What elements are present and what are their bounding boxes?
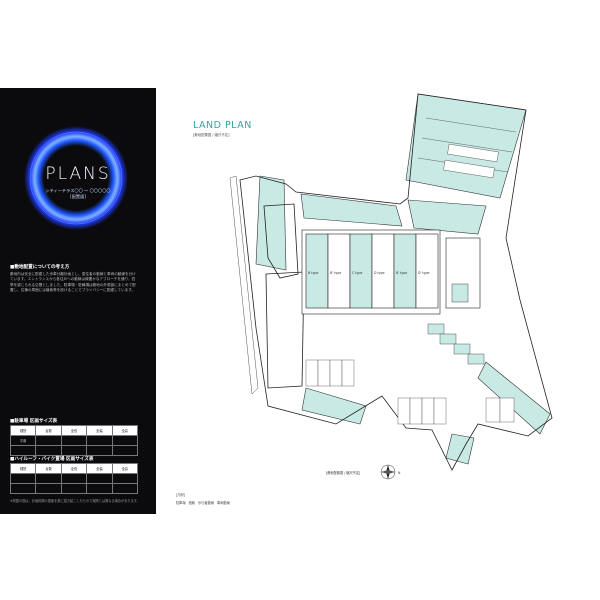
legend: [凡例] 駐車場 植栽 歩行者動線 車両動線 <box>176 492 230 505</box>
north-planting-band <box>300 193 403 227</box>
table-header-cell: 全幅 <box>86 425 113 436</box>
brand-subtitle-line2: [配置図] <box>70 194 86 199</box>
table-cell <box>86 483 113 494</box>
scale-note: [敷地配置図 / 縮尺不定] <box>326 470 360 475</box>
table-cell <box>111 445 139 456</box>
table-cell <box>9 473 37 484</box>
unit-labels: B type B' type C type D type B' type D' … <box>308 271 430 275</box>
plans-info-panel: PLANS シティーテラス〇〇 〜 〇〇〇〇〇 [配置図] ■敷地配置についての… <box>0 88 156 514</box>
site-boundary <box>239 93 553 471</box>
table-cell <box>60 435 88 446</box>
table-header-cell: 台数 <box>35 463 62 474</box>
table-cell <box>35 445 62 456</box>
table-cell <box>86 473 113 484</box>
section-parking-title: ■駐車場 区画サイズ表 <box>10 419 58 424</box>
table-cell <box>35 473 62 484</box>
table-cell <box>60 483 88 494</box>
table-cell <box>111 483 139 494</box>
parking-ramp <box>263 203 299 279</box>
brand-subtitle: シティーテラス〇〇 〜 〇〇〇〇〇 [配置図] <box>0 188 156 200</box>
table-row <box>9 473 139 484</box>
table-row <box>9 445 139 456</box>
unit-label: B' type <box>396 271 407 275</box>
parking-driveway <box>265 271 305 389</box>
legend-item: 植栽 <box>188 501 195 505</box>
plan-title: LAND PLAN <box>193 120 252 131</box>
brand-subtitle-line1: シティーテラス〇〇 〜 〇〇〇〇〇 <box>45 188 111 193</box>
elevator-hall <box>451 283 469 303</box>
plan-subtitle: [敷地配置図 / 縮尺不定] <box>193 133 230 137</box>
compass-icon <box>380 464 396 480</box>
south-planting-corner <box>445 433 475 465</box>
table-cell <box>60 445 88 456</box>
legend-item: 歩行者動線 <box>198 501 214 505</box>
table-header-cell: 全幅 <box>86 463 113 474</box>
compass-label: N <box>398 471 401 475</box>
table-cell <box>35 435 62 446</box>
parking-size-table: 種別 台数 全長 全幅 全高 平置 <box>9 425 139 456</box>
panel-footnote: ※掲載の図は、計画段階の図面を基に描き起こしたもので実際とは異なる場合があります… <box>10 499 140 503</box>
unit-label: B' type <box>330 271 341 275</box>
legend-item: 車両動線 <box>217 501 230 505</box>
table-cell <box>9 445 37 456</box>
table-cell <box>86 445 113 456</box>
table-header-cell: 全長 <box>60 425 88 436</box>
table-cell <box>35 483 62 494</box>
site-plan-drawing: B type B' type C type D type B' type D' … <box>229 93 553 480</box>
west-planting-strip <box>255 175 287 271</box>
section-bike-title: ■ハイルーフ・バイク置場 区画サイズ表 <box>10 457 94 462</box>
west-road <box>229 175 259 395</box>
entrance-steps <box>427 323 485 365</box>
unit-d-prime <box>415 233 439 309</box>
table-header-cell: 全高 <box>111 463 139 474</box>
section-layout-body: 敷地内は安全に配慮した歩車分離計画とし、居住者の動線と車両の動線を分けています。… <box>10 272 136 293</box>
table-header-cell: 全高 <box>111 425 139 436</box>
table-cell <box>86 435 113 446</box>
table-row: 平置 <box>9 435 139 446</box>
unit-label: B type <box>308 271 318 275</box>
bike-size-table: 種別 台数 全長 全幅 全高 <box>9 463 139 494</box>
legend-title: [凡例] <box>176 493 185 497</box>
south-lot-stalls <box>305 359 515 425</box>
table-cell <box>111 473 139 484</box>
section-layout-title: ■敷地配置についての考え方 <box>10 265 70 270</box>
table-row <box>9 483 139 494</box>
unit-label: D' type <box>418 271 430 275</box>
unit-label: D type <box>374 271 385 275</box>
table-cell <box>9 483 37 494</box>
north-parking-area <box>405 93 527 199</box>
brochure-sheet: PLANS シティーテラス〇〇 〜 〇〇〇〇〇 [配置図] ■敷地配置についての… <box>0 88 600 514</box>
table-header-cell: 種別 <box>9 425 37 436</box>
unit-label: C type <box>352 271 362 275</box>
blue-ring-logo <box>24 126 128 230</box>
table-cell: 平置 <box>9 435 37 446</box>
table-header-cell: 全長 <box>60 463 88 474</box>
table-header-cell: 種別 <box>9 463 37 474</box>
east-planting-area <box>407 199 487 235</box>
north-lot-stalls <box>417 117 517 179</box>
table-cell <box>60 473 88 484</box>
legend-items: 駐車場 植栽 歩行者動線 車両動線 <box>176 500 230 505</box>
table-cell <box>111 435 139 446</box>
legend-item: 駐車場 <box>176 501 186 505</box>
brand-title: PLANS <box>45 164 111 184</box>
table-header-cell: 台数 <box>35 425 62 436</box>
southwest-planting-area <box>301 387 367 425</box>
